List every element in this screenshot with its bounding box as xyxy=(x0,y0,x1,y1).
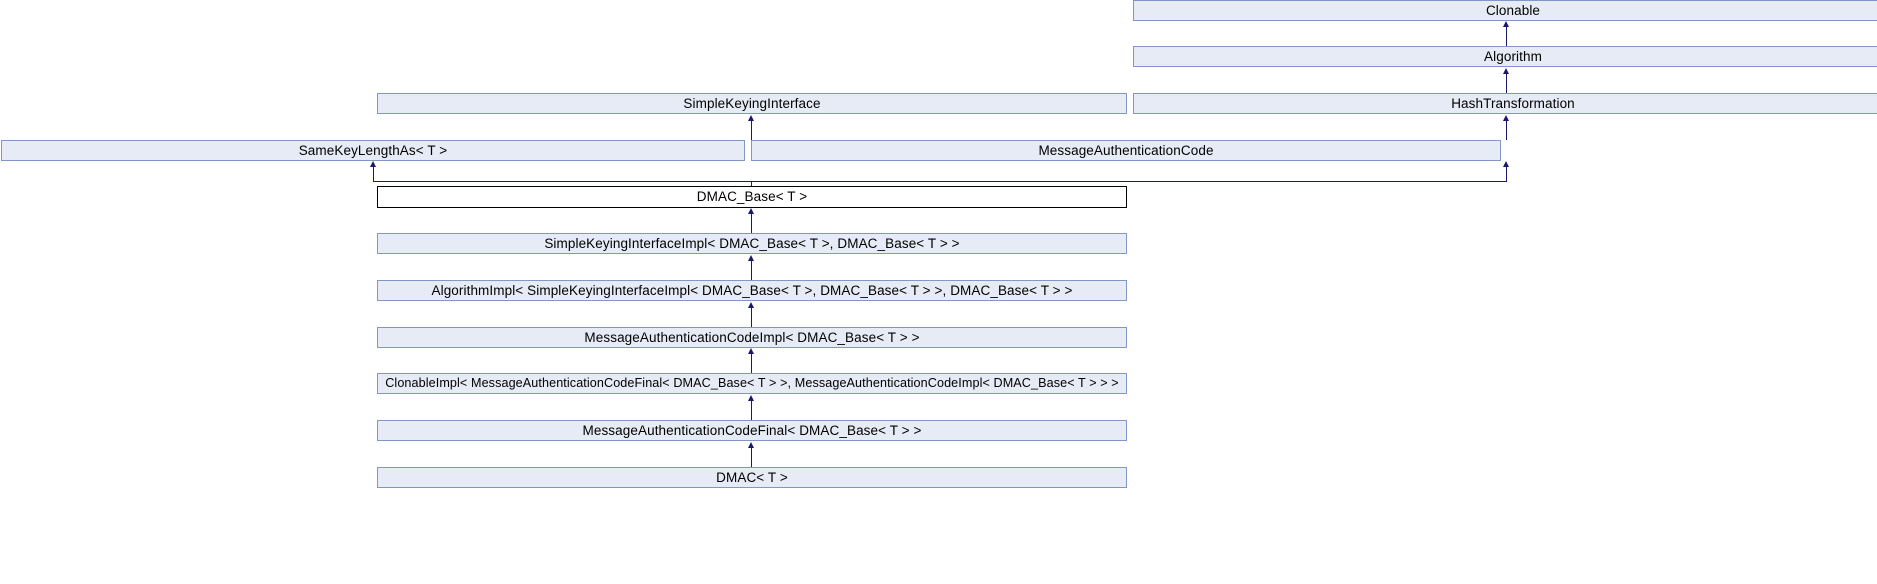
node-message-authentication-code-final[interactable]: MessageAuthenticationCodeFinal< DMAC_Bas… xyxy=(377,420,1127,441)
node-algorithm-impl[interactable]: AlgorithmImpl< SimpleKeyingInterfaceImpl… xyxy=(377,280,1127,301)
arrowhead-dmac-base-to-same-key-length-as xyxy=(370,161,376,167)
arrowhead-algorithm-impl-to-simple-keying-interface-impl xyxy=(748,255,754,261)
node-message-authentication-code[interactable]: MessageAuthenticationCode xyxy=(751,140,1501,161)
edge-clonable-impl-to-message-authentication-code-impl xyxy=(751,353,752,373)
arrowhead-simple-keying-interface-impl-to-dmac-base xyxy=(748,208,754,214)
arrowhead-message-authentication-code-impl-to-algorithm-impl xyxy=(748,302,754,308)
node-simple-keying-interface[interactable]: SimpleKeyingInterface xyxy=(377,93,1127,114)
arrowhead-dmac-base-to-message-authentication-code xyxy=(1503,161,1509,167)
node-same-key-length-as[interactable]: SameKeyLengthAs< T > xyxy=(1,140,745,161)
arrowhead-message-authentication-code-to-hash-transformation xyxy=(1503,115,1509,121)
node-label-algorithm-impl: AlgorithmImpl< SimpleKeyingInterfaceImpl… xyxy=(431,282,1073,298)
node-clonable-impl[interactable]: ClonableImpl< MessageAuthenticationCodeF… xyxy=(377,373,1127,394)
edge-simple-keying-interface-impl-to-dmac-base xyxy=(751,213,752,233)
node-message-authentication-code-impl[interactable]: MessageAuthenticationCodeImpl< DMAC_Base… xyxy=(377,327,1127,348)
node-label-hash-transformation: HashTransformation xyxy=(1451,95,1575,111)
node-label-dmac-base: DMAC_Base< T > xyxy=(696,189,808,205)
arrowhead-message-authentication-code-final-to-clonable-impl xyxy=(748,395,754,401)
edge-dmac-base-branch-bus xyxy=(373,181,1507,182)
node-label-clonable-impl: ClonableImpl< MessageAuthenticationCodeF… xyxy=(385,376,1119,391)
node-label-algorithm: Algorithm xyxy=(1484,48,1542,64)
arrowhead-algorithm-to-clonable xyxy=(1503,21,1509,27)
edge-dmac-base-to-same-key-length-as xyxy=(373,167,374,182)
edge-dmac-base-to-message-authentication-code xyxy=(1506,167,1507,182)
node-label-simple-keying-interface: SimpleKeyingInterface xyxy=(683,95,821,111)
edge-message-authentication-code-to-hash-transformation xyxy=(1506,120,1507,140)
arrowhead-hash-transformation-to-algorithm xyxy=(1503,68,1509,74)
node-dmac-base[interactable]: DMAC_Base< T > xyxy=(377,186,1127,208)
node-algorithm[interactable]: Algorithm xyxy=(1133,46,1877,67)
node-label-message-authentication-code-impl: MessageAuthenticationCodeImpl< DMAC_Base… xyxy=(584,329,920,345)
edge-dmac-to-message-authentication-code-final xyxy=(751,447,752,467)
node-label-message-authentication-code-final: MessageAuthenticationCodeFinal< DMAC_Bas… xyxy=(582,422,922,438)
node-label-dmac: DMAC< T > xyxy=(716,469,788,485)
arrowhead-dmac-to-message-authentication-code-final xyxy=(748,442,754,448)
node-label-clonable: Clonable xyxy=(1485,2,1541,18)
node-label-same-key-length-as: SameKeyLengthAs< T > xyxy=(298,142,448,158)
edge-algorithm-impl-to-simple-keying-interface-impl xyxy=(751,260,752,280)
edge-algorithm-to-clonable xyxy=(1506,26,1507,46)
arrowhead-clonable-impl-to-message-authentication-code-impl xyxy=(748,348,754,354)
edge-hash-transformation-to-algorithm xyxy=(1506,73,1507,93)
node-clonable[interactable]: Clonable xyxy=(1133,0,1877,21)
node-hash-transformation[interactable]: HashTransformation xyxy=(1133,93,1877,114)
node-simple-keying-interface-impl[interactable]: SimpleKeyingInterfaceImpl< DMAC_Base< T … xyxy=(377,233,1127,254)
edge-message-authentication-code-impl-to-algorithm-impl xyxy=(751,307,752,327)
node-label-message-authentication-code: MessageAuthenticationCode xyxy=(1038,142,1214,158)
node-dmac[interactable]: DMAC< T > xyxy=(377,467,1127,488)
node-label-simple-keying-interface-impl: SimpleKeyingInterfaceImpl< DMAC_Base< T … xyxy=(544,235,960,251)
edge-dmac-base-riser xyxy=(751,181,752,186)
edge-same-key-length-as-to-simple-keying-interface xyxy=(751,120,752,140)
edge-message-authentication-code-final-to-clonable-impl xyxy=(751,400,752,420)
arrowhead-same-key-length-as-to-simple-keying-interface xyxy=(748,115,754,121)
